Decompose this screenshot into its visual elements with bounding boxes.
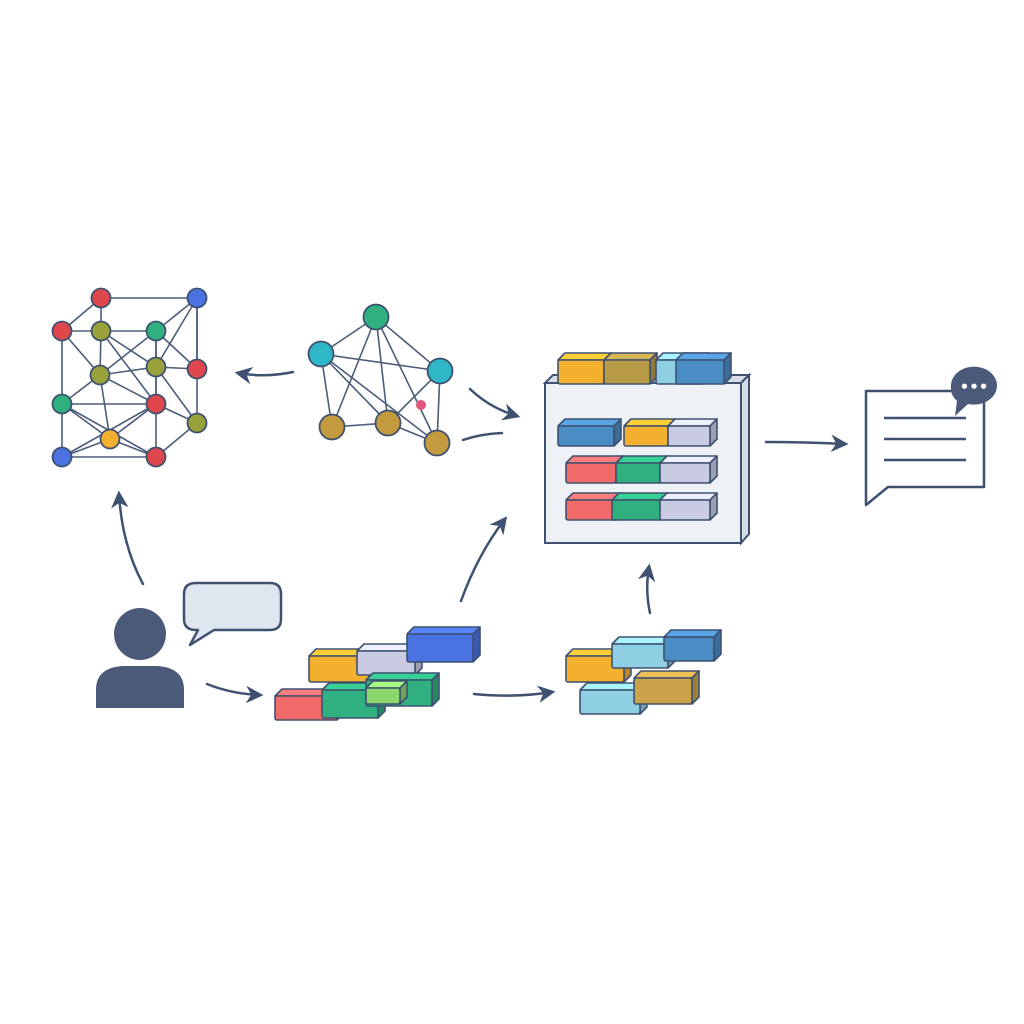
subgraph-node <box>423 429 451 457</box>
ellipsis-icon: ••• <box>950 366 997 416</box>
kg-node <box>51 393 73 415</box>
kg-node <box>90 320 112 342</box>
kg-node <box>186 358 208 380</box>
token-blocks-icon <box>274 626 481 721</box>
token-blocks-icon <box>565 629 722 715</box>
kg-node <box>186 287 208 309</box>
arrow-tokens-to-selected <box>472 685 556 703</box>
token-block <box>633 670 700 705</box>
arrow-user-to-kg <box>111 490 145 586</box>
kg-node <box>99 428 121 450</box>
panel-row-2-block <box>659 455 718 484</box>
subgraph-edge <box>320 353 389 424</box>
subgraph-edge <box>331 316 377 428</box>
kg-node <box>51 320 73 342</box>
subgraph-edge <box>375 316 389 424</box>
kg-edge <box>99 330 157 376</box>
panel-header-block <box>603 352 658 385</box>
kg-node <box>51 446 73 468</box>
kg-edge <box>155 366 198 424</box>
subgraph-node <box>426 357 454 385</box>
kg-node <box>186 412 208 434</box>
flow-arrows <box>111 366 849 704</box>
kg-edge <box>155 297 198 368</box>
panel-row-3-block <box>659 492 718 521</box>
arrow-panel-to-response <box>764 434 849 453</box>
kg-node <box>145 446 167 468</box>
subgraph-edge <box>375 316 438 444</box>
token-block <box>663 629 722 662</box>
subgraph-node <box>318 413 346 441</box>
arrow-user-to-tokens <box>205 682 264 704</box>
response-badge-text: ••• <box>960 378 989 396</box>
kg-node <box>145 356 167 378</box>
kg-edge <box>100 330 157 368</box>
network-graph-icon <box>307 303 454 457</box>
chat-response-icon: ••• <box>864 366 997 507</box>
kg-edge <box>100 330 157 405</box>
arrow-subgraph-to-kg <box>234 366 295 385</box>
response-box <box>864 389 986 507</box>
kg-node <box>90 287 112 309</box>
subgraph-node <box>307 340 335 368</box>
panel-row-1-block <box>667 418 718 447</box>
subgraph-edge <box>320 353 438 444</box>
context-panel-icon <box>542 352 752 546</box>
panel-row-2-block <box>565 455 624 484</box>
cube-graph-icon <box>51 287 208 468</box>
kg-node <box>145 320 167 342</box>
user-body <box>96 666 184 708</box>
subgraph-edge <box>375 316 441 372</box>
arrow-selected-to-panel <box>637 563 656 615</box>
person-icon <box>96 608 184 708</box>
token-block <box>365 680 408 705</box>
arrow-subgraph-to-panel-2 <box>461 431 504 442</box>
kg-node <box>145 393 167 415</box>
subgraph-highlight <box>416 400 426 410</box>
subgraph-edge <box>320 353 441 372</box>
kg-edge <box>99 374 157 405</box>
panel-row-1-block <box>557 418 622 447</box>
arrow-subgraph-to-panel-1 <box>468 387 521 421</box>
arrow-tokens-to-panel <box>459 516 508 603</box>
kg-node <box>89 364 111 386</box>
token-block <box>406 626 481 663</box>
speech-bubble-icon <box>182 581 283 647</box>
subgraph-node <box>374 409 402 437</box>
kg-edge <box>99 374 111 440</box>
subgraph-node <box>362 303 390 331</box>
panel-header-block <box>675 352 732 385</box>
user-head <box>114 608 166 660</box>
panel-header-block <box>557 352 612 385</box>
